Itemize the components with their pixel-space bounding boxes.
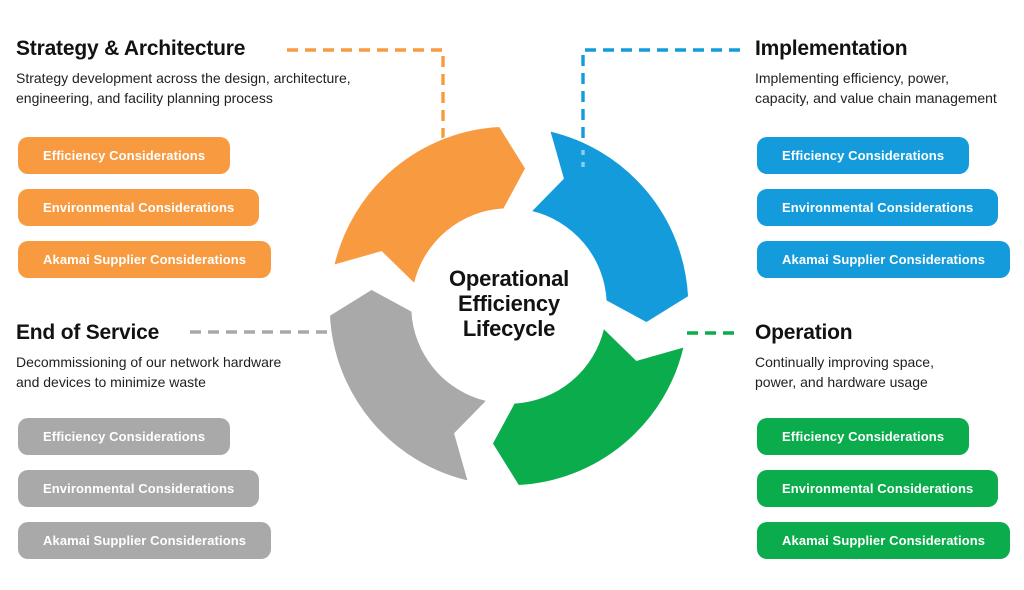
section-title: Implementation (755, 37, 908, 60)
pill-akamai-supplier-considerations[interactable]: Akamai Supplier Considerations (757, 522, 1011, 559)
pill-group: Efficiency Considerations Environmental … (757, 137, 1024, 278)
pill-akamai-supplier-considerations[interactable]: Akamai Supplier Considerations (18, 522, 272, 559)
description-line: power, and hardware usage (755, 374, 928, 390)
cycle-segment-operation (491, 327, 686, 487)
center-label-line: Lifecycle (462, 316, 556, 341)
pill-akamai-supplier-considerations[interactable]: Akamai Supplier Considerations (757, 241, 1011, 278)
pill-group: Efficiency Considerations Environmental … (757, 418, 1024, 559)
section-title: Operation (755, 321, 853, 344)
pill-efficiency-considerations[interactable]: Efficiency Considerations (757, 418, 970, 455)
cycle-center-label: Operational Efficiency Lifecycle (399, 266, 619, 341)
description-line: capacity, and value chain management (755, 90, 997, 106)
pill-akamai-supplier-considerations[interactable]: Akamai Supplier Considerations (18, 241, 272, 278)
description-line: Decommissioning of our network hardware (16, 354, 282, 370)
pill-group: Efficiency Considerations Environmental … (18, 137, 436, 278)
section-title: End of Service (16, 321, 160, 344)
section-strategy-architecture: Strategy & Architecture Strategy develop… (16, 36, 436, 293)
pill-environmental-considerations[interactable]: Environmental Considerations (757, 470, 999, 507)
section-title: Strategy & Architecture (16, 37, 246, 60)
section-description: Continually improving space, power, and … (755, 352, 1024, 392)
pill-environmental-considerations[interactable]: Environmental Considerations (18, 470, 260, 507)
description-line: Continually improving space, (755, 354, 934, 370)
section-description: Strategy development across the design, … (16, 68, 436, 108)
section-description: Decommissioning of our network hardware … (16, 352, 436, 392)
description-line: Strategy development across the design, … (16, 70, 351, 86)
center-label-line: Operational (448, 266, 570, 291)
pill-environmental-considerations[interactable]: Environmental Considerations (757, 189, 999, 226)
description-line: and devices to minimize waste (16, 374, 206, 390)
section-description: Implementing efficiency, power, capacity… (755, 68, 1024, 108)
center-label-line: Efficiency (458, 291, 560, 316)
section-implementation: Implementation Implementing efficiency, … (755, 36, 1024, 293)
section-operation: Operation Continually improving space, p… (755, 320, 1024, 574)
pill-efficiency-considerations[interactable]: Efficiency Considerations (18, 137, 231, 174)
pill-efficiency-considerations[interactable]: Efficiency Considerations (757, 137, 970, 174)
pill-efficiency-considerations[interactable]: Efficiency Considerations (18, 418, 231, 455)
connector-implementation (581, 48, 740, 146)
pill-environmental-considerations[interactable]: Environmental Considerations (18, 189, 260, 226)
section-end-of-service: End of Service Decommissioning of our ne… (16, 320, 436, 574)
description-line: engineering, and facility planning proce… (16, 90, 273, 106)
pill-group: Efficiency Considerations Environmental … (18, 418, 436, 559)
description-line: Implementing efficiency, power, (755, 70, 950, 86)
